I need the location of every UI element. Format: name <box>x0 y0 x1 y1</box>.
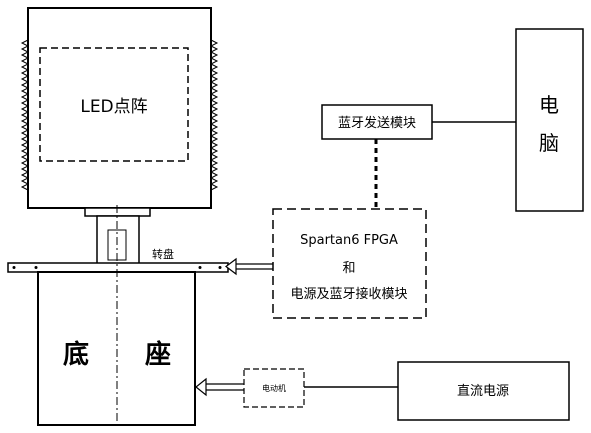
fpga-label-line3: 电源及蓝牙接收模块 <box>290 286 407 302</box>
bluetooth-tx-module: 蓝牙发送模块 <box>321 104 433 140</box>
motor: 电动机 <box>243 368 305 408</box>
dc-power-label: 直流电源 <box>457 384 509 399</box>
base-label-right: 座 <box>145 339 171 370</box>
fpga-module: Spartan6 FPGA 和 电源及蓝牙接收模块 <box>272 208 427 319</box>
bluetooth-tx-label: 蓝牙发送模块 <box>338 115 416 131</box>
computer-label-line2: 脑 <box>539 131 559 155</box>
led-matrix-inner-box <box>39 47 189 162</box>
base: 底 座 <box>37 205 196 426</box>
dc-power-supply: 直流电源 <box>397 361 570 421</box>
led-matrix-label: LED点阵 <box>80 97 147 117</box>
computer: 电 脑 <box>515 28 584 212</box>
computer-label-line1: 电 <box>539 93 559 117</box>
base-label-left: 底 <box>63 339 89 370</box>
led-housing-left-teeth <box>20 39 30 191</box>
fpga-label-line2: 和 <box>342 261 355 276</box>
led-housing-right-teeth <box>209 39 219 191</box>
motor-label: 电动机 <box>262 383 286 393</box>
turntable-label: 转盘 <box>152 247 174 261</box>
motor-to-base-arrow <box>195 377 244 397</box>
fpga-label-line1: Spartan6 FPGA <box>300 233 398 248</box>
led-matrix-housing: LED点阵 <box>20 7 219 209</box>
fpga-to-turntable-arrow <box>225 257 273 276</box>
